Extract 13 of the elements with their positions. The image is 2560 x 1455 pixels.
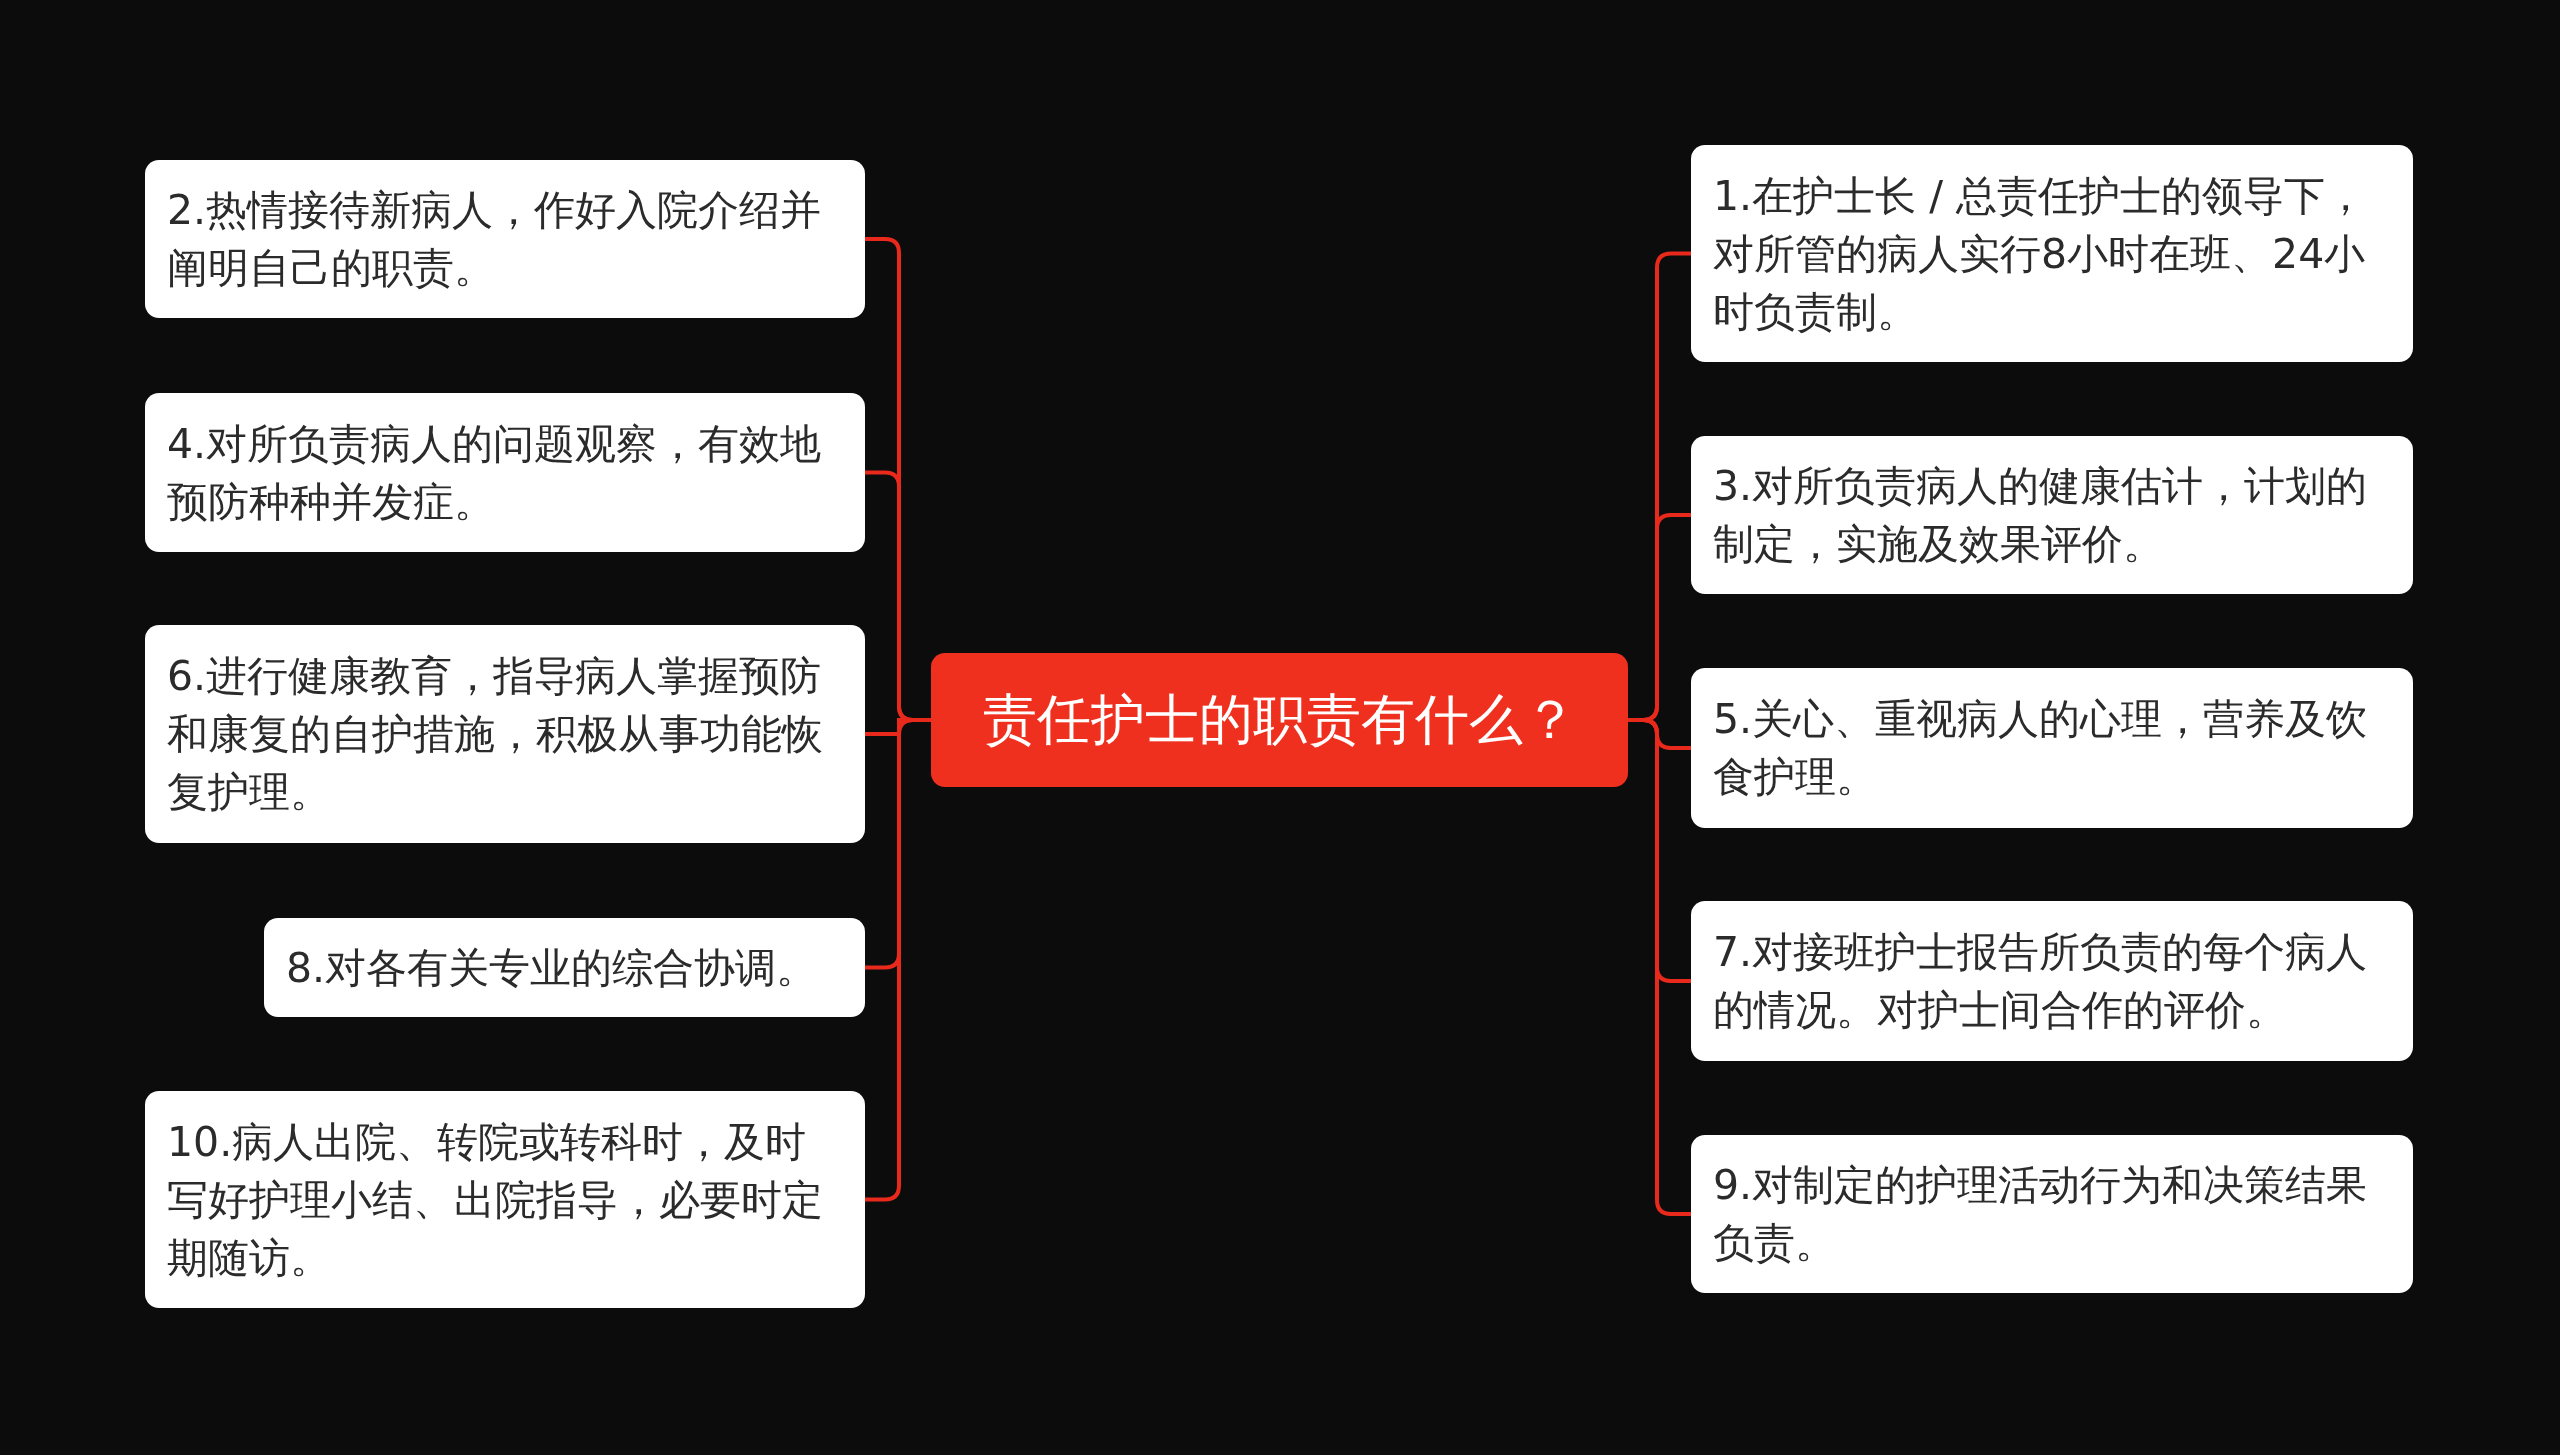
branch-box: 5.关心、重视病人的心理，营养及饮食护理。 [1691, 668, 2413, 828]
branch-box: 2.热情接待新病人，作好入院介绍并阐明自己的职责。 [145, 160, 865, 318]
branch-box: 3.对所负责病人的健康估计，计划的制定，实施及效果评价。 [1691, 436, 2413, 594]
branch-box: 10.病人出院、转院或转科时，及时写好护理小结、出院指导，必要时定期随访。 [145, 1091, 865, 1308]
branch-box: 4.对所负责病人的问题观察，有效地预防种种并发症。 [145, 393, 865, 552]
connector-line [865, 718, 931, 1202]
branch-box: 6.进行健康教育，指导病人掌握预防和康复的自护措施，积极从事功能恢复护理。 [145, 625, 865, 843]
branch-box: 8.对各有关专业的综合协调。 [264, 918, 865, 1017]
branch-box: 7.对接班护士报告所负责的每个病人的情况。对护士间合作的评价。 [1691, 901, 2413, 1061]
branch-box: 1.在护士长 / 总责任护士的领导下，对所管的病人实行8小时在班、24小时负责制。 [1691, 145, 2413, 362]
connector-line [1628, 718, 1691, 1216]
topic-box: 责任护士的职责有什么？ [931, 653, 1628, 787]
branch-box: 9.对制定的护理活动行为和决策结果负责。 [1691, 1135, 2413, 1293]
